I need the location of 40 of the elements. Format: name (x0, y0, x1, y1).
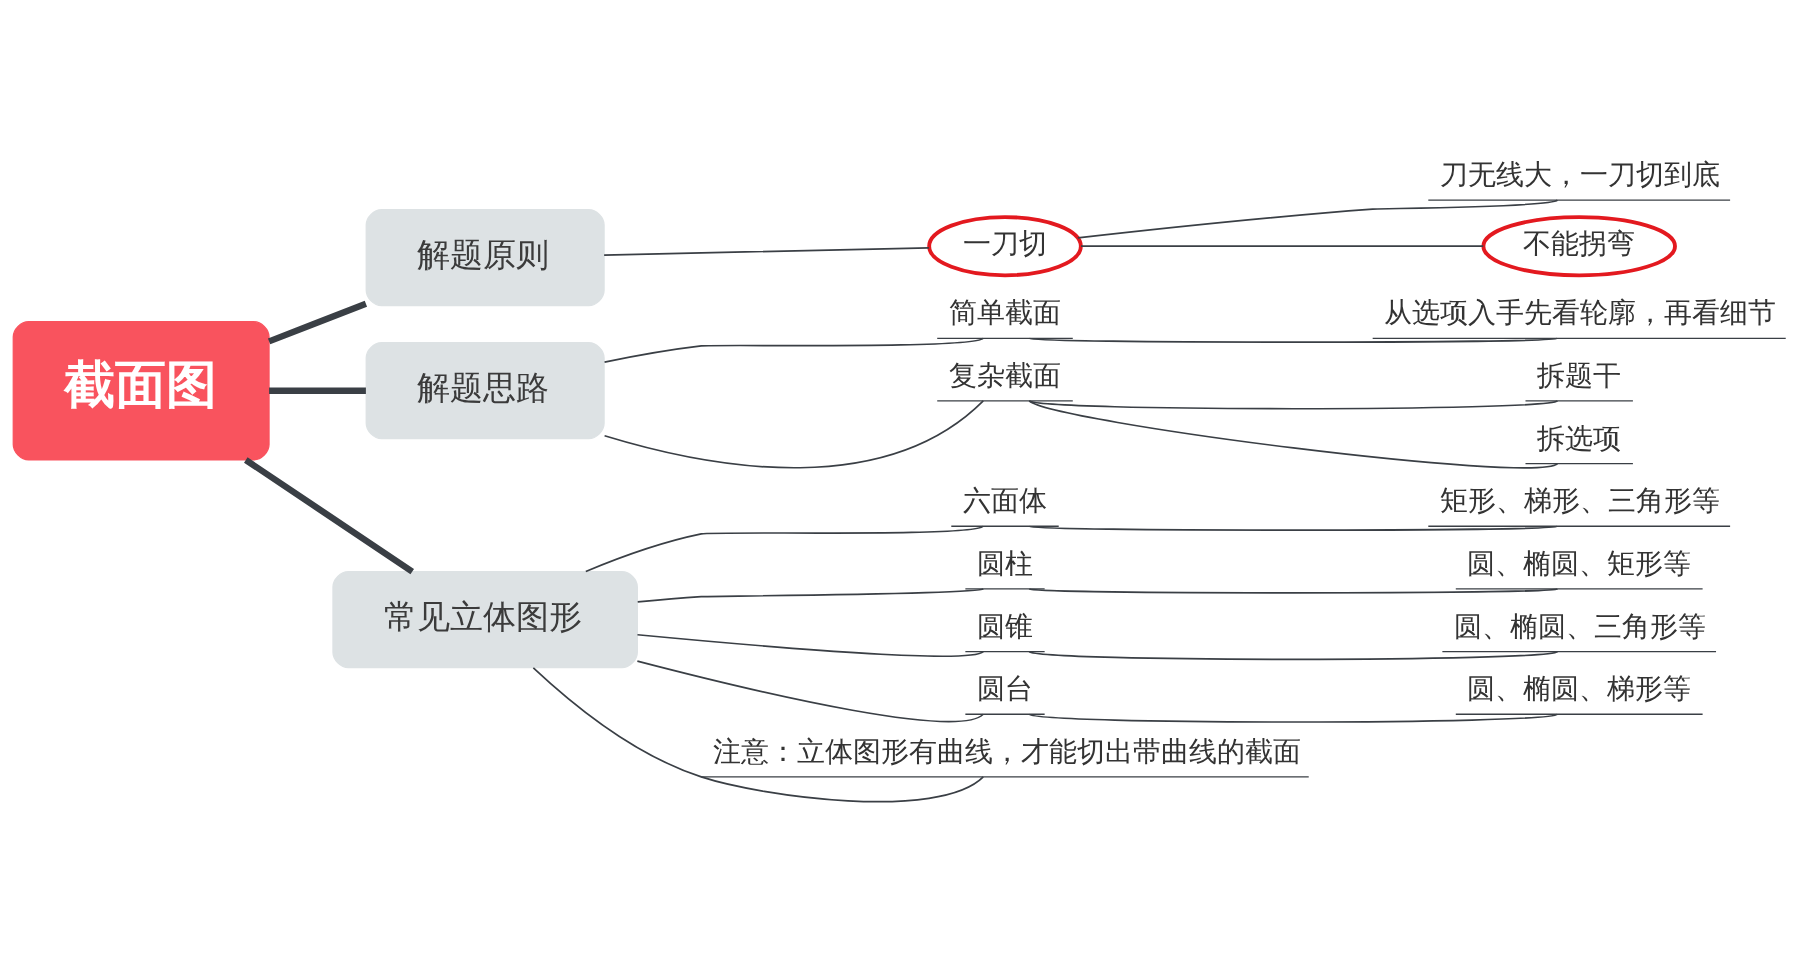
connector (1028, 400, 1559, 410)
node-text: 简单截面 (948, 296, 1061, 330)
connector (603, 400, 985, 469)
node-text: 圆锥 (976, 609, 1033, 643)
connector (1080, 245, 1485, 247)
node-text: 圆、椭圆、三角形等 (1453, 609, 1706, 643)
connector (584, 525, 985, 573)
node-text: 圆、椭圆、矩形等 (1467, 547, 1692, 581)
connector (1028, 650, 1559, 661)
node-text: 拆选项 (1537, 421, 1621, 455)
node-box: 常见立体图形 (332, 571, 638, 669)
connector (244, 457, 414, 575)
node-text: 复杂截面 (948, 359, 1061, 393)
node-text: 圆台 (976, 672, 1033, 706)
node-text: 圆柱 (976, 547, 1033, 581)
node-text: 刀无线大，一刀切到底 (1439, 158, 1720, 192)
connector (603, 247, 930, 256)
node-text: 拆题干 (1537, 359, 1621, 393)
node-ellipse: 一刀切 (927, 215, 1083, 278)
connector (1028, 337, 1559, 343)
node-box: 解题思路 (365, 342, 605, 440)
node-box: 截面图 (12, 321, 270, 461)
node-text: 注意：立体图形有曲线，才能切出带曲线的截面 (712, 735, 1301, 769)
connector (636, 660, 985, 723)
connector (1028, 400, 1559, 469)
node-text: 矩形、梯形、三角形等 (1439, 484, 1720, 518)
connector (532, 667, 985, 803)
connector (1028, 525, 1559, 531)
node-text: 从选项入手先看轮廓，再看细节 (1384, 296, 1777, 330)
connector (269, 387, 366, 394)
connector (267, 300, 368, 345)
connector (1028, 588, 1559, 594)
node-box: 解题原则 (365, 209, 605, 307)
node-text: 圆、椭圆、梯形等 (1467, 672, 1692, 706)
connector (1028, 713, 1559, 723)
node-text: 六面体 (962, 484, 1047, 518)
node-ellipse: 不能拐弯 (1481, 215, 1677, 278)
connector (603, 337, 985, 363)
connector (636, 633, 985, 657)
connector (636, 588, 985, 603)
